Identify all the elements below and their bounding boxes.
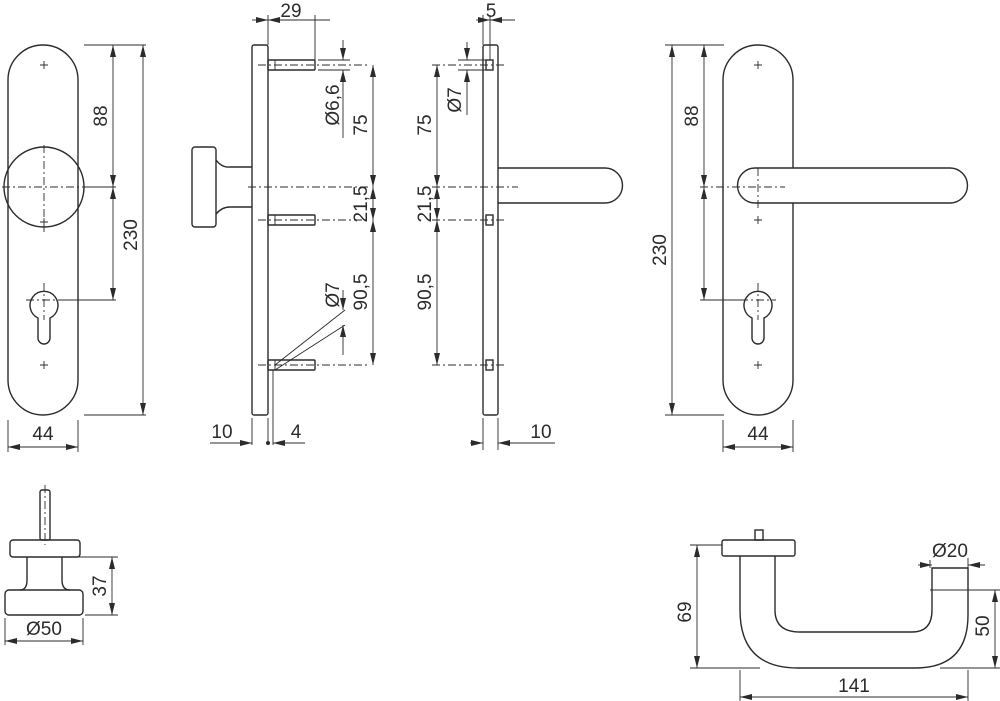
knob-side — [191, 146, 217, 228]
u-lever — [739, 556, 969, 669]
dim-90-5: 90,5 — [415, 274, 436, 311]
escutcheon-plate — [7, 44, 79, 416]
keyhole-icon — [743, 290, 773, 345]
dim-10: 10 — [211, 422, 232, 443]
dim-90-5: 90,5 — [351, 274, 372, 311]
dim-5: 5 — [486, 1, 497, 22]
front-lever-view: 230 88 44 — [650, 44, 969, 452]
dim-88: 88 — [91, 105, 112, 126]
dim-pin-diameter: Ø6,6 — [323, 84, 344, 125]
dim-69: 69 — [675, 601, 696, 622]
dim-pin-diameter: Ø7 — [445, 87, 466, 112]
dim-4: 4 — [291, 422, 302, 443]
knob-top-view: 37 Ø50 — [4, 485, 118, 645]
dim-21-5: 21,5 — [415, 186, 436, 223]
dim-angled-pin-diameter: Ø7 — [323, 282, 344, 307]
plate-side — [482, 44, 499, 416]
dim-75: 75 — [351, 114, 372, 135]
knob-neck — [215, 159, 252, 215]
dim-44: 44 — [747, 424, 769, 445]
escutcheon-plate — [722, 44, 794, 416]
front-knob-view: 88 230 44 — [2, 44, 146, 452]
pins — [267, 59, 316, 371]
dim-50-diameter: Ø50 — [26, 619, 62, 640]
dim-21-5: 21,5 — [351, 186, 372, 223]
dim-10: 10 — [530, 422, 551, 443]
side-lever-view: 5 Ø7 75 21,5 90,5 10 — [415, 1, 624, 450]
dim-88: 88 — [682, 105, 703, 126]
dim-230: 230 — [650, 234, 671, 266]
dim-75: 75 — [415, 114, 436, 135]
side-knob-view: 29 Ø6,6 75 21,5 90,5 Ø7 10 4 — [191, 1, 376, 446]
lever-side — [498, 167, 624, 204]
dim-230: 230 — [121, 219, 142, 251]
dim-37: 37 — [90, 575, 111, 596]
dim-141: 141 — [838, 676, 870, 697]
dim-29: 29 — [280, 1, 301, 22]
lever-handle — [736, 167, 969, 204]
dim-44: 44 — [32, 424, 54, 445]
lever-top-view: Ø20 69 50 141 — [675, 529, 1000, 701]
dim-50: 50 — [973, 615, 994, 636]
plate-side — [251, 44, 269, 416]
keyhole-icon — [29, 290, 59, 345]
dim-20-diameter: Ø20 — [932, 541, 968, 562]
